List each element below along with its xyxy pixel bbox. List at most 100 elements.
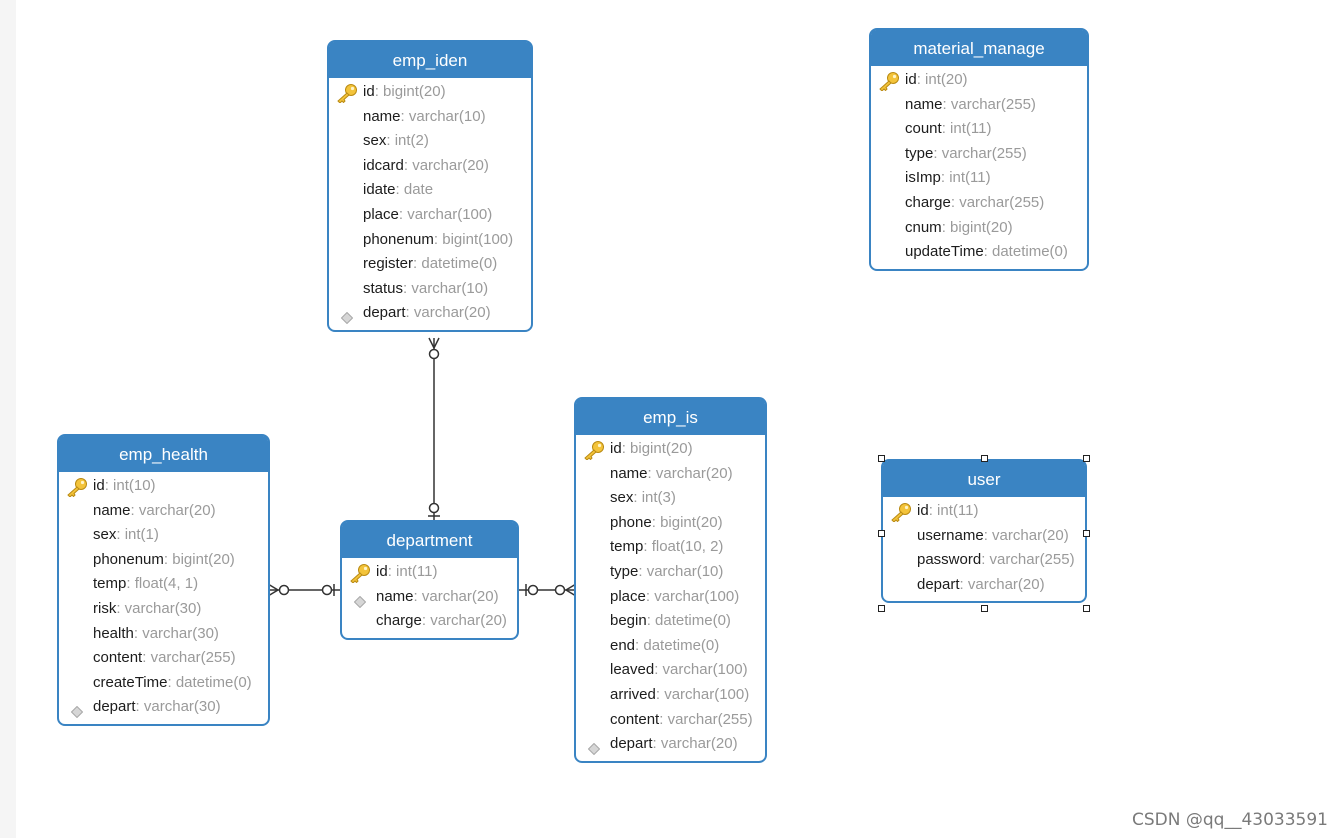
- column-row[interactable]: register: datetime(0): [329, 252, 531, 277]
- column-type: int(3): [641, 489, 676, 507]
- column-name: phonenum: [363, 230, 434, 248]
- column-row[interactable]: name: varchar(20): [576, 462, 765, 487]
- resize-handle-icon[interactable]: [878, 530, 885, 537]
- column-type: varchar(30): [124, 599, 202, 617]
- column-row[interactable]: depart: varchar(20): [883, 573, 1085, 598]
- column-row[interactable]: type: varchar(255): [871, 142, 1087, 167]
- column-row[interactable]: temp: float(4, 1): [59, 572, 268, 597]
- column-type: varchar(20): [655, 464, 733, 482]
- column-type: int(10): [113, 477, 156, 494]
- resize-handle-icon[interactable]: [878, 455, 885, 462]
- resize-handle-icon[interactable]: [981, 605, 988, 612]
- column-row[interactable]: place: varchar(100): [576, 585, 765, 610]
- column-separator: :: [633, 489, 642, 507]
- column-row[interactable]: charge: varchar(20): [342, 609, 517, 634]
- column-name: phonenum: [93, 550, 164, 568]
- column-row[interactable]: id: int(11): [883, 499, 1085, 524]
- column-name: password: [917, 551, 982, 569]
- column-separator: :: [421, 612, 431, 630]
- column-row[interactable]: updateTime: datetime(0): [871, 240, 1087, 265]
- table-header: emp_iden: [329, 42, 531, 78]
- column-type: varchar(100): [407, 205, 493, 223]
- column-separator: :: [646, 612, 656, 630]
- column-row[interactable]: depart: varchar(20): [329, 301, 531, 326]
- column-separator: :: [104, 477, 114, 494]
- column-row[interactable]: place: varchar(100): [329, 203, 531, 228]
- column-row[interactable]: createTime: datetime(0): [59, 671, 268, 696]
- relationship-emp-is-department[interactable]: [518, 583, 577, 597]
- column-row[interactable]: health: varchar(30): [59, 622, 268, 647]
- column-row[interactable]: phonenum: bigint(20): [59, 548, 268, 573]
- column-row[interactable]: phonenum: bigint(100): [329, 228, 531, 253]
- column-row[interactable]: count: int(11): [871, 117, 1087, 142]
- resize-handle-icon[interactable]: [981, 455, 988, 462]
- diamond-icon: [340, 308, 354, 325]
- column-list: id: int(11)name: varchar(20)charge: varc…: [342, 558, 517, 638]
- column-row[interactable]: idcard: varchar(20): [329, 154, 531, 179]
- column-row[interactable]: depart: varchar(30): [59, 695, 268, 720]
- column-separator: :: [652, 735, 661, 753]
- table-department[interactable]: department id: int(11)name: varchar(20)c…: [340, 520, 519, 640]
- column-row[interactable]: leaved: varchar(100): [576, 658, 765, 683]
- column-row[interactable]: end: datetime(0): [576, 634, 765, 659]
- column-type: varchar(100): [664, 685, 750, 703]
- column-row[interactable]: username: varchar(20): [883, 524, 1085, 549]
- resize-handle-icon[interactable]: [878, 605, 885, 612]
- column-row[interactable]: charge: varchar(255): [871, 191, 1087, 216]
- column-row[interactable]: depart: varchar(20): [576, 732, 765, 757]
- column-separator: :: [126, 575, 135, 593]
- column-type: bigint(100): [442, 230, 514, 248]
- table-material-manage[interactable]: material_manage id: int(20)name: varchar…: [869, 28, 1089, 271]
- column-row[interactable]: name: varchar(20): [59, 499, 268, 524]
- column-row[interactable]: sex: int(1): [59, 523, 268, 548]
- relationship-emp-iden-department[interactable]: [428, 337, 440, 521]
- column-row[interactable]: password: varchar(255): [883, 548, 1085, 573]
- column-row[interactable]: cnum: bigint(20): [871, 216, 1087, 241]
- column-list: id: int(11)username: varchar(20)password…: [883, 497, 1085, 601]
- column-separator: :: [941, 218, 951, 236]
- column-name: id: [363, 83, 375, 100]
- column-row[interactable]: id: int(11): [342, 560, 517, 585]
- column-name: content: [93, 649, 143, 667]
- column-row[interactable]: id: int(10): [59, 474, 268, 499]
- column-row[interactable]: risk: varchar(30): [59, 597, 268, 622]
- column-name: status: [363, 279, 404, 297]
- column-row[interactable]: idate: date: [329, 178, 531, 203]
- resize-handle-icon[interactable]: [1083, 605, 1090, 612]
- column-row[interactable]: sex: int(3): [576, 486, 765, 511]
- column-row[interactable]: arrived: varchar(100): [576, 683, 765, 708]
- column-row[interactable]: content: varchar(255): [59, 646, 268, 671]
- column-type: varchar(10): [408, 107, 486, 125]
- column-name: cnum: [905, 218, 942, 236]
- resize-handle-icon[interactable]: [1083, 530, 1090, 537]
- table-emp-is[interactable]: emp_is id: bigint(20)name: varchar(20)se…: [574, 397, 767, 763]
- relationship-emp-health-department[interactable]: [267, 583, 341, 597]
- column-row[interactable]: sex: int(2): [329, 129, 531, 154]
- column-row[interactable]: id: int(20): [871, 68, 1087, 93]
- column-row[interactable]: begin: datetime(0): [576, 609, 765, 634]
- column-separator: :: [635, 636, 644, 654]
- column-row[interactable]: temp: float(10, 2): [576, 535, 765, 560]
- column-row[interactable]: content: varchar(255): [576, 708, 765, 733]
- column-separator: :: [933, 144, 942, 162]
- column-separator: :: [400, 107, 409, 125]
- column-row[interactable]: id: bigint(20): [576, 437, 765, 462]
- column-separator: :: [163, 550, 173, 568]
- column-row[interactable]: name: varchar(20): [342, 585, 517, 610]
- table-user[interactable]: user id: int(11)username: varchar(20)pas…: [881, 459, 1087, 604]
- column-row[interactable]: isImp: int(11): [871, 166, 1087, 191]
- column-row[interactable]: type: varchar(10): [576, 560, 765, 585]
- column-row[interactable]: status: varchar(10): [329, 277, 531, 302]
- resize-handle-icon[interactable]: [1083, 455, 1090, 462]
- column-row[interactable]: name: varchar(255): [871, 93, 1087, 118]
- table-emp-health[interactable]: emp_health id: int(10)name: varchar(20)s…: [57, 434, 270, 726]
- column-row[interactable]: phone: bigint(20): [576, 511, 765, 536]
- column-separator: :: [645, 587, 655, 605]
- column-row[interactable]: name: varchar(10): [329, 105, 531, 130]
- column-name: type: [905, 144, 934, 162]
- column-row[interactable]: id: bigint(20): [329, 80, 531, 105]
- column-name: createTime: [93, 673, 168, 691]
- table-emp-iden[interactable]: emp_iden id: bigint(20)name: varchar(10)…: [327, 40, 533, 332]
- column-name: count: [905, 120, 942, 138]
- column-separator: :: [403, 156, 413, 174]
